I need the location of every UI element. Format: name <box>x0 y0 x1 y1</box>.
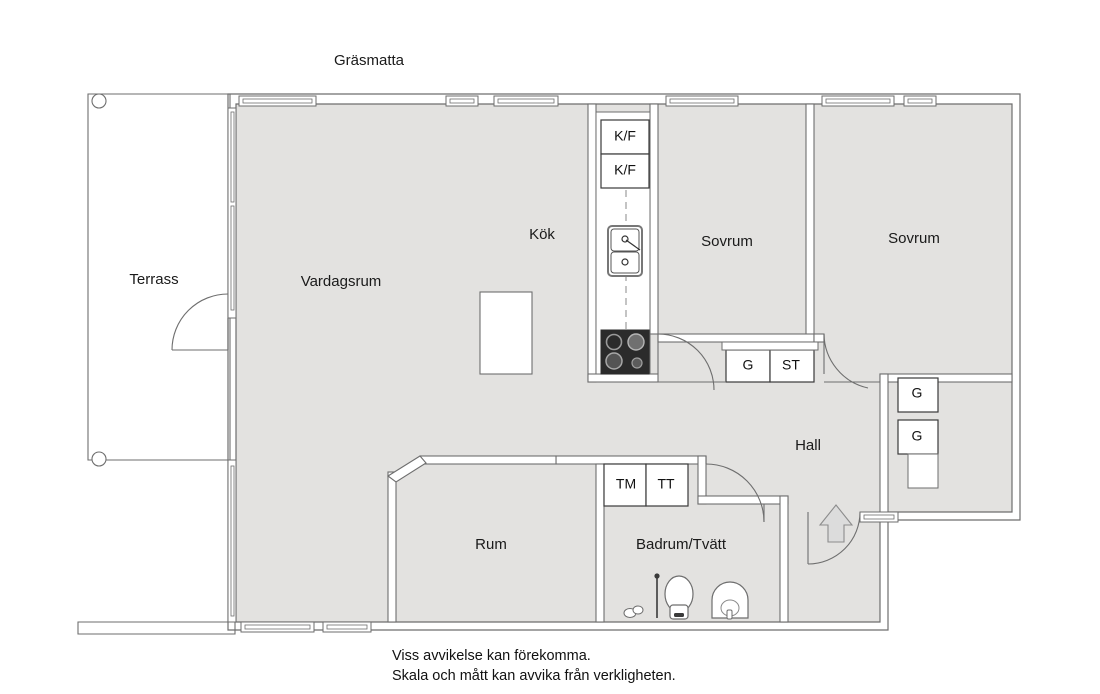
window-icon <box>238 95 317 107</box>
closet-g-hall-upper-box <box>897 377 939 413</box>
door-swing-arc <box>807 511 861 565</box>
wall-kitchen-bottom <box>587 373 659 383</box>
room-label-sovrum-1: Sovrum <box>701 233 753 250</box>
window-icon <box>821 95 895 107</box>
closet-group-hall <box>897 377 939 489</box>
room-label-hall: Hall <box>795 437 821 454</box>
room-label-badrum-tvatt: Badrum/Tvätt <box>636 536 727 553</box>
fixture-label-group: K/F K/F G ST G G TM TT <box>614 128 922 492</box>
room-label-sovrum-2: Sovrum <box>888 230 940 247</box>
glass-door-panel <box>230 465 235 617</box>
disclaimer-line-2: Skala och mått kan avvika från verklighe… <box>392 668 676 684</box>
closet-group-kitchen <box>721 341 819 383</box>
fixture-label-closet-g-kitchen: G <box>743 357 754 373</box>
fridge-upper-box <box>600 119 650 155</box>
post-icon <box>91 93 107 109</box>
terrace-door <box>171 293 229 351</box>
fridge-lower-box <box>600 153 650 189</box>
disclaimer-line-1: Viss avvikelse kan förekomma. <box>392 648 591 664</box>
window-icon <box>240 621 315 633</box>
wall-kitchen-right <box>649 103 659 335</box>
window-icon <box>445 95 479 107</box>
fixture-label-fridge-lower: K/F <box>614 162 636 178</box>
fixture-label-washing-machine: TM <box>616 476 636 492</box>
door-bedroom-2 <box>823 333 880 389</box>
wall-rum-angled <box>387 455 427 483</box>
wall-rum-west <box>387 471 397 623</box>
wall-bathroom-top <box>555 455 707 465</box>
window-icon <box>903 95 937 107</box>
interior-walls <box>387 103 1013 623</box>
kitchen-counter-group <box>595 111 651 375</box>
window-group-top <box>238 95 937 107</box>
window-icon <box>665 95 739 107</box>
wall-bathroom-right <box>697 495 789 505</box>
wall-hall-stub <box>813 333 825 343</box>
washbasin-icon <box>711 581 749 620</box>
window-icon <box>493 95 559 107</box>
kitchen-island <box>479 291 533 375</box>
fixture-label-closet-g-hall-lower: G <box>912 428 923 444</box>
stove-icon <box>600 329 650 375</box>
faucet-icon <box>623 605 644 618</box>
kitchen-sink-icon <box>607 225 643 277</box>
window-group-bottom <box>240 621 372 633</box>
room-label-kok: Kök <box>529 226 555 243</box>
closet-g-hall-lower-box <box>897 419 939 455</box>
terrace-label: Terrass <box>129 271 178 288</box>
wall-hall-right <box>879 373 889 521</box>
wall-kitchen-left <box>587 103 597 383</box>
fixture-label-closet-st: ST <box>782 357 800 373</box>
room-label-vardagsrum: Vardagsrum <box>301 273 382 290</box>
hall-niche <box>907 453 939 489</box>
door-bathroom <box>705 456 765 523</box>
fixture-label-tumble-dryer: TT <box>657 476 675 492</box>
wall-bedroom-divider <box>805 103 815 343</box>
toilet-icon <box>664 575 694 620</box>
lawn-label: Gräsmatta <box>334 52 405 69</box>
tumble-dryer-box <box>645 463 689 507</box>
fixture-label-closet-g-hall-upper: G <box>912 385 923 401</box>
door-bedroom-1 <box>657 333 726 391</box>
door-swing-arc <box>657 333 715 391</box>
wall-bedroom1-bottom <box>657 333 815 343</box>
door-swing-arc <box>171 293 229 351</box>
bathroom-fixtures <box>623 573 749 620</box>
door-swing-arc <box>705 463 765 523</box>
shower-icon <box>654 573 660 618</box>
window-icon <box>322 621 372 633</box>
glass-door-panel <box>230 205 235 311</box>
terrace-apron <box>77 621 236 635</box>
wall-bathroom-west <box>595 463 605 623</box>
appliance-group-bathroom <box>603 463 689 507</box>
entrance-door-group[interactable] <box>807 504 899 565</box>
room-label-rum: Rum <box>475 536 507 553</box>
room-label-group: Vardagsrum Kök Sovrum Sovrum Hall Rum Ba… <box>301 226 940 553</box>
arrow-up-icon <box>818 504 854 543</box>
closet-header-wall <box>721 341 819 351</box>
closet-st-box <box>769 349 815 383</box>
terrace-glass-door-group <box>227 107 237 623</box>
glass-door-panel <box>230 111 235 203</box>
fixture-label-fridge-upper: K/F <box>614 128 636 144</box>
post-icon <box>91 451 107 467</box>
door-swing-arc <box>823 333 869 389</box>
wall-rum-north <box>419 455 557 465</box>
entrance-threshold-inner <box>863 514 895 520</box>
wall-bathroom-east <box>779 495 789 623</box>
